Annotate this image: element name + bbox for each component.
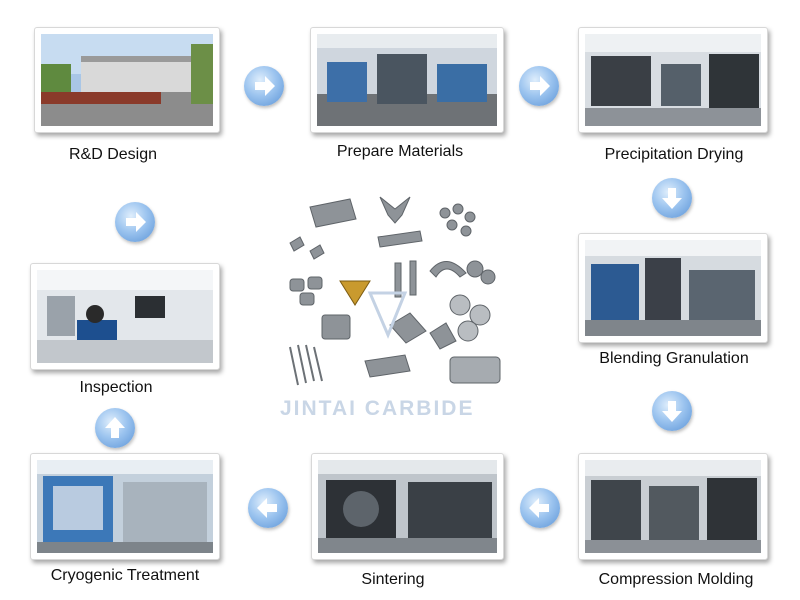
sintering-furnace-photo	[318, 460, 497, 553]
step-label-cryogenic-treatment: Cryogenic Treatment	[38, 567, 212, 585]
step-cryogenic-treatment-photo-card	[30, 453, 220, 560]
arrow-right-icon	[519, 66, 559, 106]
blending-machines-photo	[585, 240, 761, 336]
molding-presses-photo	[585, 460, 761, 553]
carbide-parts-illustration	[270, 185, 520, 395]
step-label-sintering: Sintering	[328, 571, 458, 589]
arrow-right-icon	[244, 66, 284, 106]
step-label-blending-granulation: Blending Granulation	[586, 350, 762, 368]
arrow-down-icon	[652, 178, 692, 218]
arrow-left-icon	[520, 488, 560, 528]
step-inspection-photo-card	[30, 263, 220, 370]
step-label-compression-molding: Compression Molding	[584, 571, 768, 589]
arrow-up-icon	[95, 408, 135, 448]
step-label-prepare-materials: Prepare Materials	[316, 143, 484, 161]
step-compression-molding-photo-card	[578, 453, 768, 560]
arrow-left-icon	[248, 488, 288, 528]
arrow-down-icon	[652, 391, 692, 431]
step-precipitation-drying-photo-card	[578, 27, 768, 133]
step-label-rd-design: R&D Design	[48, 146, 178, 164]
step-sintering-photo-card	[311, 453, 504, 560]
drying-equipment-photo	[585, 34, 761, 126]
step-prepare-materials-photo-card	[310, 27, 504, 133]
step-label-precipitation-drying: Precipitation Drying	[590, 146, 758, 164]
step-label-inspection: Inspection	[56, 379, 176, 397]
step-rd-design-photo-card	[34, 27, 220, 133]
factory-building-photo	[41, 34, 213, 126]
materials-workshop-photo	[317, 34, 497, 126]
jintai-carbide-watermark: JINTAI CARBIDE	[280, 397, 474, 421]
cryogenic-chamber-photo	[37, 460, 213, 553]
inspection-lab-photo	[37, 270, 213, 363]
step-blending-granulation-photo-card	[578, 233, 768, 343]
carbide-products-collage: JINTAI CARBIDE	[270, 185, 520, 425]
arrow-right-icon	[115, 202, 155, 242]
